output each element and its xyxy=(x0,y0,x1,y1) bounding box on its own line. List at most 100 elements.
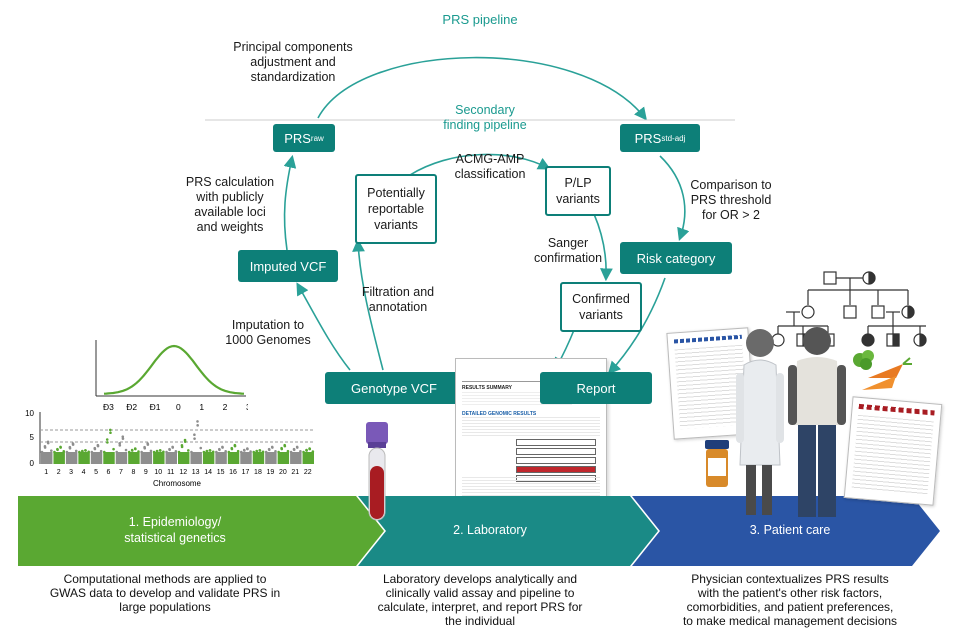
stage-1-description: Computational methods are applied to GWA… xyxy=(49,572,281,614)
snp-point xyxy=(302,450,305,454)
snp-point xyxy=(53,450,56,454)
chromosome-tick: 8 xyxy=(131,469,135,476)
snp-point xyxy=(249,450,252,453)
chromosome-band xyxy=(165,452,177,464)
stage-2-chevron xyxy=(358,496,658,566)
snp-point xyxy=(267,447,271,451)
snp-point xyxy=(105,438,109,441)
chromosome-tick: 3 xyxy=(69,469,73,476)
snp-point xyxy=(84,449,87,452)
chromosome-band xyxy=(178,452,190,464)
chromosome-tick: 2 xyxy=(57,469,61,476)
chromosome-tick: 7 xyxy=(119,469,123,476)
snp-point xyxy=(190,450,193,454)
acmg-label: ACMG-AMP classification xyxy=(454,152,526,181)
snp-point xyxy=(121,437,125,440)
snp-point xyxy=(311,450,315,453)
chromosome-tick: 11 xyxy=(167,469,174,476)
snp-point xyxy=(124,448,128,452)
manhattan-y-tick: 10 xyxy=(25,409,34,418)
snp-point xyxy=(168,447,171,451)
clinic-document-right xyxy=(843,396,943,506)
snp-point xyxy=(65,450,69,454)
chromosome-band xyxy=(190,452,202,464)
stage-2-description: Laboratory develops analytically and cli… xyxy=(377,572,583,628)
snp-point xyxy=(221,445,224,449)
snp-point xyxy=(93,446,97,450)
snp-point xyxy=(50,449,53,452)
chromosome-tick: 15 xyxy=(217,469,225,476)
chromosome-tick: 18 xyxy=(254,469,262,476)
snp-point xyxy=(46,440,50,444)
snp-point xyxy=(143,445,146,449)
snp-point xyxy=(140,450,143,454)
report-box: Report xyxy=(540,372,652,404)
chromosome-band xyxy=(202,452,215,464)
chromosome-band xyxy=(252,452,265,464)
filtration-label: Filtration and annotation xyxy=(361,285,435,314)
chromosome-band xyxy=(41,452,53,464)
snp-point xyxy=(146,442,149,445)
snp-point xyxy=(43,444,47,448)
chromosome-band xyxy=(302,452,314,464)
snp-point xyxy=(305,448,308,452)
snp-point xyxy=(199,446,203,450)
snp-point xyxy=(112,447,115,451)
confirmed-variants-text: Confirmed variants xyxy=(572,292,630,322)
report-footer-lines xyxy=(462,477,600,499)
report-summary-heading: RESULTS SUMMARY xyxy=(462,385,512,391)
bell-tick-label: Đ2 xyxy=(126,402,137,412)
snp-point xyxy=(118,444,122,447)
chromosome-band xyxy=(277,452,290,464)
snp-point xyxy=(102,450,106,454)
snp-point xyxy=(68,445,72,449)
chromosome-band xyxy=(90,452,103,464)
snp-point xyxy=(152,450,156,454)
genotype-vcf-text: Genotype VCF xyxy=(351,380,437,396)
stage-3-label: 3. Patient care xyxy=(749,523,831,537)
snp-point xyxy=(109,428,112,432)
chromosome-band xyxy=(53,452,65,464)
chromosome-band xyxy=(65,452,78,464)
prs-raw-text: PRS xyxy=(284,130,311,146)
pill-bottle-icon xyxy=(705,440,729,487)
snp-point xyxy=(230,446,234,450)
stage-chevrons xyxy=(18,496,940,566)
bell-tick-label: 3 xyxy=(246,402,248,412)
snp-point xyxy=(187,449,190,452)
snp-point xyxy=(81,449,84,453)
snp-point xyxy=(252,450,256,454)
snp-point xyxy=(96,443,100,447)
snp-point xyxy=(137,450,140,453)
snp-point xyxy=(274,450,277,453)
chromosome-band xyxy=(227,452,240,464)
chromosome-tick: 4 xyxy=(82,469,86,476)
snp-point xyxy=(264,450,268,454)
snp-point xyxy=(115,450,119,454)
chromosome-tick: 1 xyxy=(44,469,48,476)
snp-point xyxy=(90,450,94,454)
snp-point xyxy=(99,449,103,453)
chromosome-tick: 9 xyxy=(144,469,148,476)
bell-curve-chart: Đ3Đ2Đ10123 xyxy=(95,340,248,412)
confirmed-variants-box: Confirmed variants xyxy=(560,282,642,332)
prs-std-subscript: std-adj xyxy=(661,133,686,143)
snp-point xyxy=(59,445,62,449)
snp-point xyxy=(196,424,199,427)
snp-point xyxy=(205,449,209,453)
snp-point xyxy=(283,443,286,447)
blood-tube-icon xyxy=(366,422,388,521)
snp-point xyxy=(149,449,153,453)
snp-point xyxy=(208,449,212,452)
plp-variants-box: P/LP variants xyxy=(545,166,611,216)
snp-point xyxy=(71,442,75,445)
snp-point xyxy=(87,450,90,454)
stage-3-description: Physician contextualizes PRS results wit… xyxy=(682,572,898,628)
bell-tick-label: 1 xyxy=(199,402,204,412)
snp-point xyxy=(255,449,258,453)
snp-point xyxy=(211,450,215,454)
snp-point xyxy=(130,448,134,452)
report-body-lines xyxy=(462,417,600,437)
